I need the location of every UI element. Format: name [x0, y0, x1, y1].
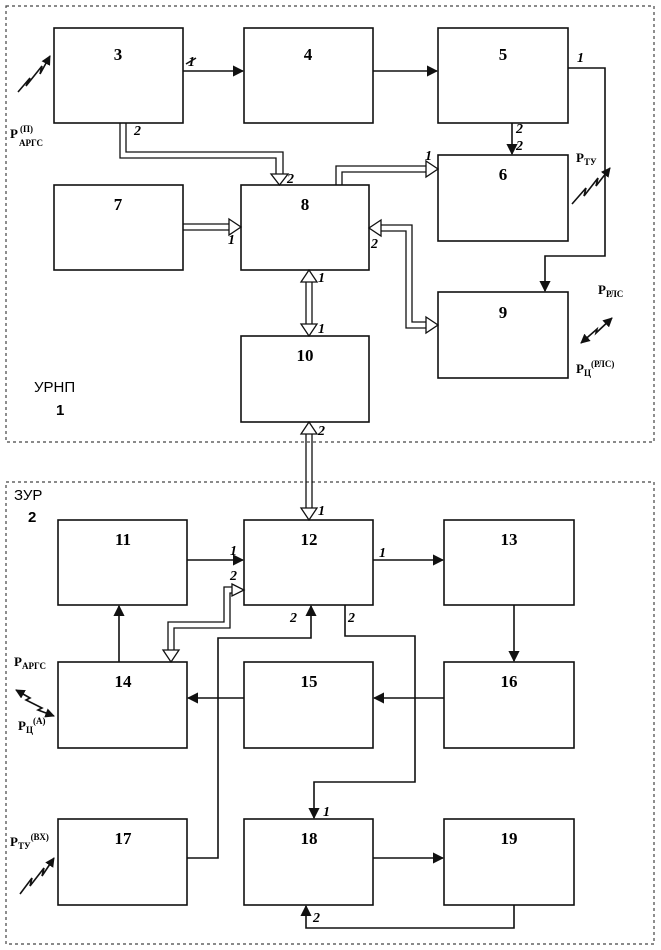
port-12-out-1: 1 [379, 546, 386, 561]
group-urnp-number: 1 [56, 402, 64, 419]
bus-10-to-12 [301, 422, 317, 520]
bus-8-to-6 [336, 161, 438, 185]
block-7: 7 [54, 185, 183, 270]
block-4-label: 4 [304, 45, 313, 64]
block-8: 8 [241, 185, 369, 270]
block-15: 15 [244, 662, 373, 748]
port-10-out-2: 2 [317, 424, 325, 439]
bus-8-to-10 [301, 270, 317, 336]
port-12-in-2b: 2 [289, 611, 297, 626]
port-12-in-1b: 1 [230, 544, 237, 559]
arrow-19-to-18 [306, 905, 514, 928]
bus-3-to-8 [120, 123, 288, 185]
lightning-args-bottom-icon [16, 690, 54, 716]
port-8-in-1: 1 [228, 233, 235, 248]
block-10-label: 10 [297, 346, 314, 365]
block-8-label: 8 [301, 195, 310, 214]
lightning-rls-icon [581, 318, 612, 343]
block-15-label: 15 [301, 672, 318, 691]
port-18-in-1: 1 [323, 805, 330, 820]
port-5-out-1: 1 [577, 51, 584, 66]
bus-8-to-9 [369, 220, 438, 333]
port-18-in-2: 2 [312, 911, 320, 926]
block-9: 9 [438, 292, 568, 378]
block-18-label: 18 [301, 829, 318, 848]
port-12-out-2: 2 [347, 611, 355, 626]
block-11-label: 11 [115, 530, 131, 549]
block-19: 19 [444, 819, 574, 905]
signal-p-c-rls: PЦ(РЛС) [576, 359, 614, 378]
block-18: 18 [244, 819, 373, 905]
port-5-out-2: 2 [515, 122, 523, 137]
block-19-label: 19 [501, 829, 518, 848]
block-17: 17 [58, 819, 187, 905]
block-3: 3 [54, 28, 183, 123]
block-14-label: 14 [115, 672, 133, 691]
signal-p-c-a: PЦ(А) [18, 716, 45, 735]
block-12: 12 [244, 520, 373, 605]
signal-p-args: PАРГС [14, 654, 46, 671]
lightning-args-in-icon [18, 56, 50, 92]
port-12-in-2: 2 [229, 569, 237, 584]
block-16-label: 16 [501, 672, 518, 691]
signal-p-tu-vx: PТУ(ВХ) [10, 832, 49, 851]
block-14: 14 [58, 662, 187, 748]
port-12-in-1: 1 [318, 504, 325, 519]
signal-p-tu: PТУ [576, 150, 597, 167]
signal-p-args-p: P(П)АРГС [10, 124, 43, 148]
block-10: 10 [241, 336, 369, 422]
block-17-label: 17 [115, 829, 133, 848]
block-4: 4 [244, 28, 373, 123]
group-zur-name: ЗУР [14, 487, 42, 504]
group-urnp-name: УРНП [34, 379, 75, 396]
lightning-tu-vx-icon [20, 858, 54, 894]
block-7-label: 7 [114, 195, 123, 214]
block-5: 5 [438, 28, 568, 123]
port-8-out-1: 1 [318, 271, 325, 286]
block-5-label: 5 [499, 45, 508, 64]
port-6-in-2: 2 [515, 139, 523, 154]
port-8-out-2: 2 [370, 237, 378, 252]
block-9-label: 9 [499, 303, 508, 322]
block-6-label: 6 [499, 165, 508, 184]
port-10-in-1: 1 [318, 322, 325, 337]
block-13-label: 13 [501, 530, 518, 549]
block-12-label: 12 [301, 530, 318, 549]
block-3-label: 3 [114, 45, 123, 64]
signal-p-rls: PРЛС [598, 282, 623, 299]
port-6-in-1: 1 [425, 149, 432, 164]
block-6: 6 [438, 155, 568, 241]
block-11: 11 [58, 520, 187, 605]
block-16: 16 [444, 662, 574, 748]
block-13: 13 [444, 520, 574, 605]
group-zur-number: 2 [28, 509, 36, 526]
port-8-in-2: 2 [286, 172, 294, 187]
port-3-out-2: 2 [133, 124, 141, 139]
